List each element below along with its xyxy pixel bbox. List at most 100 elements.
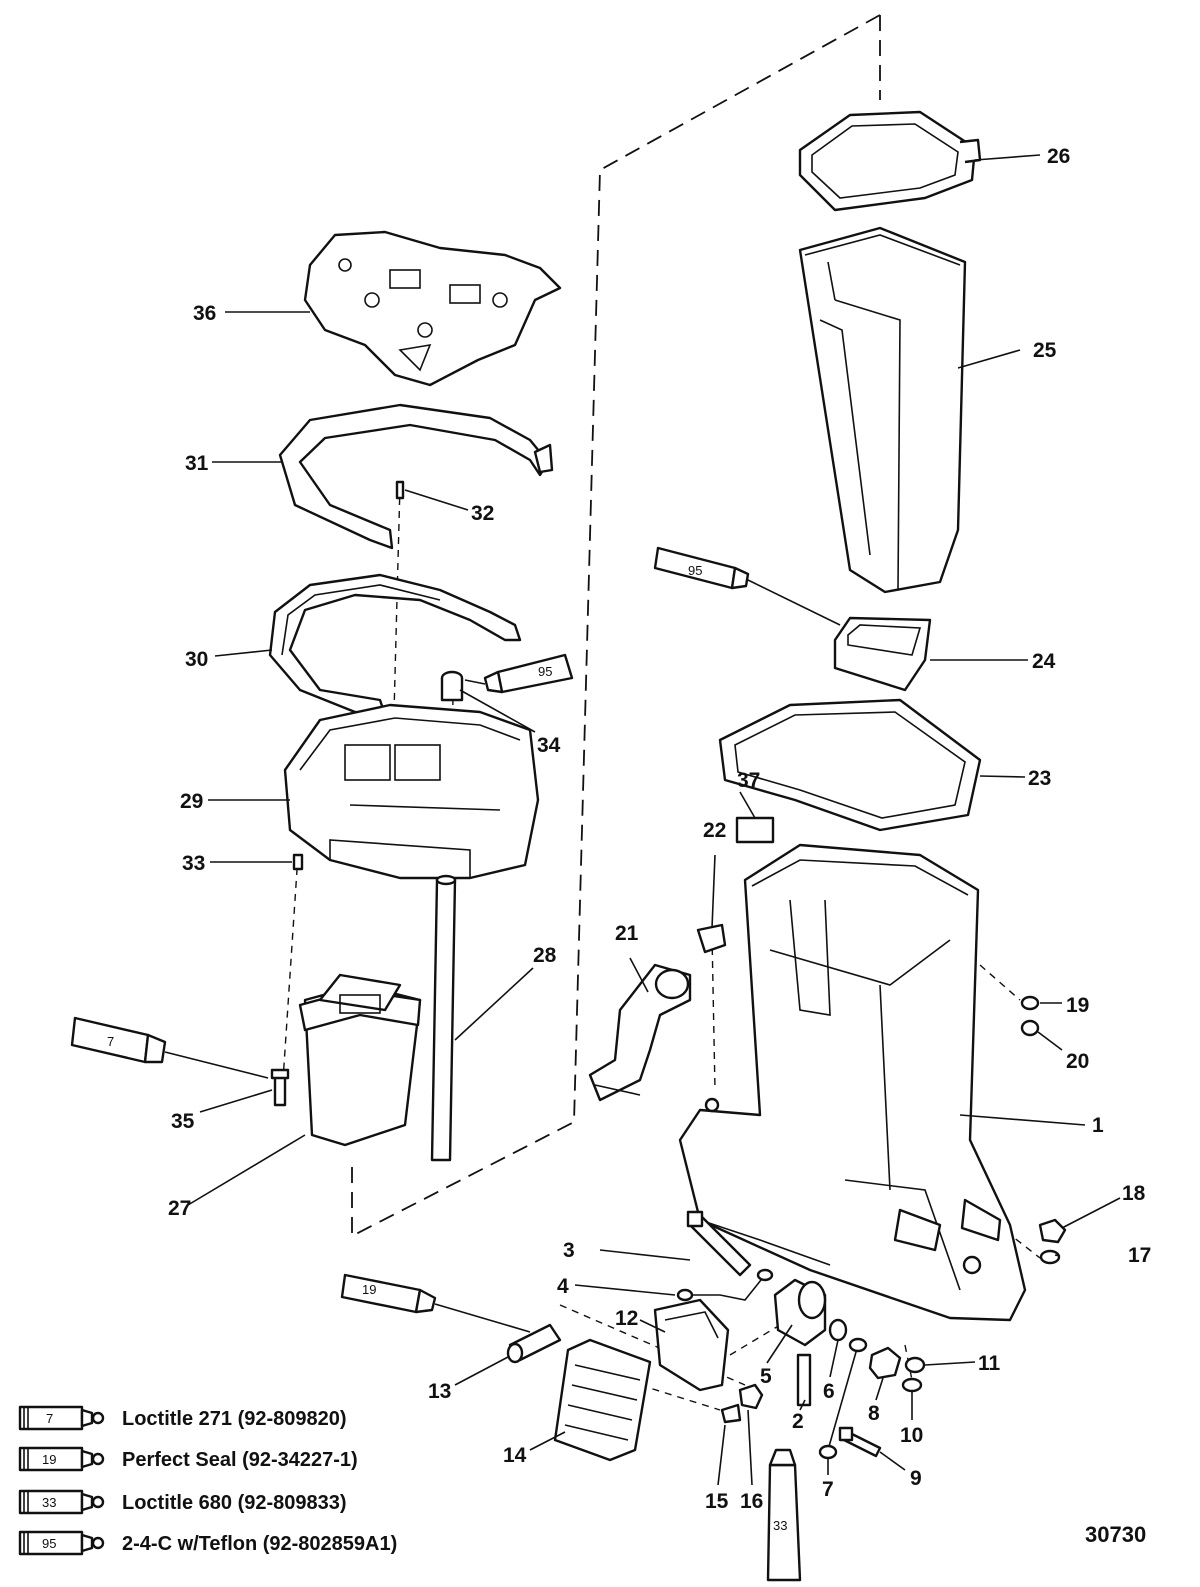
- sealant-tube-19: 19: [340, 1273, 531, 1333]
- part-19-washer: [1020, 995, 1040, 1011]
- part-28-tube: [430, 874, 457, 1162]
- callout-7: 7: [822, 1478, 834, 1501]
- legend-text-7: Loctitle 271 (92-809820): [122, 1408, 347, 1430]
- callout-leaders: [187, 154, 1121, 1486]
- callout-17: 17: [1128, 1244, 1151, 1267]
- legend-code-95: 95: [42, 1536, 56, 1551]
- legend-row-33: 33 Loctitle 680 (92-809833): [18, 1489, 347, 1515]
- sealant-tube-33: 33: [766, 1448, 802, 1582]
- callout-1: 1: [1092, 1114, 1104, 1137]
- part-24-seal: [833, 616, 932, 692]
- callout-6: 6: [823, 1380, 835, 1403]
- callout-25: 25: [1033, 339, 1057, 362]
- legend-row-19: 19 Perfect Seal (92-34227-1): [18, 1446, 358, 1472]
- part-11-nut: [904, 1356, 926, 1374]
- part-2-stud: [796, 1353, 812, 1407]
- sealant-tube-7: 7: [70, 1016, 269, 1079]
- callout-20: 20: [1066, 1050, 1089, 1073]
- callout-16: 16: [740, 1490, 763, 1513]
- part-10-washer: [901, 1377, 923, 1393]
- part-34-bushing: [440, 670, 464, 702]
- callout-3: 3: [563, 1239, 575, 1262]
- callout-29: 29: [180, 790, 203, 813]
- callout-18: 18: [1122, 1182, 1146, 1205]
- part-3-bolt: [686, 1210, 752, 1277]
- tube-95-middle-label: 95: [538, 664, 552, 679]
- callout-12: 12: [615, 1307, 638, 1330]
- tube-7-label: 7: [107, 1034, 114, 1049]
- callout-14: 14: [503, 1444, 527, 1467]
- callout-19: 19: [1066, 994, 1089, 1017]
- callout-11: 11: [978, 1352, 1001, 1375]
- tube-19-label: 19: [362, 1282, 376, 1297]
- callout-30: 30: [185, 648, 208, 671]
- callout-31: 31: [185, 452, 209, 475]
- callout-24: 24: [1032, 650, 1056, 673]
- callout-8: 8: [868, 1402, 880, 1425]
- part-17-washer: [1039, 1249, 1061, 1265]
- part-31-seal: [278, 403, 554, 550]
- part-7-ground-strap: [818, 1337, 868, 1460]
- part-35-screw: [270, 1068, 290, 1107]
- part-26-gasket: [798, 110, 982, 212]
- part-8-nut: [868, 1346, 902, 1380]
- figure-number: 30730: [1085, 1522, 1146, 1547]
- part-18-nut: [1038, 1218, 1067, 1244]
- callout-15: 15: [705, 1490, 729, 1513]
- sealant-tube-95-right: 95: [653, 546, 841, 626]
- part-5-anode: [773, 1278, 827, 1347]
- legend-code-33: 33: [42, 1495, 56, 1510]
- callout-2: 2: [792, 1410, 804, 1433]
- callout-22: 22: [703, 819, 726, 842]
- part-25-exhaust-housing: [798, 226, 967, 594]
- callout-27: 27: [168, 1197, 191, 1220]
- part-12-bracket: [653, 1298, 730, 1392]
- part-1-driveshaft-housing: [678, 843, 1027, 1322]
- callout-21: 21: [615, 922, 639, 945]
- part-32-pin: [395, 480, 405, 500]
- legend-row-95: 95 2-4-C w/Teflon (92-802859A1): [18, 1530, 397, 1556]
- callout-4: 4: [557, 1275, 569, 1298]
- callout-numbers: 1 2 3 4 5 6 7 8 9 10 11 12 13 14 15 16 1…: [168, 145, 1151, 1513]
- part-4-ground-wire: [676, 1268, 774, 1302]
- callout-26: 26: [1047, 145, 1070, 168]
- part-37-decal: [735, 816, 775, 844]
- legend-text-33: Loctitle 680 (92-809833): [122, 1492, 347, 1514]
- part-22-grommet: [696, 923, 727, 954]
- legend-code-7: 7: [46, 1411, 53, 1426]
- legend-code-19: 19: [42, 1452, 56, 1467]
- part-16-nut: [738, 1383, 764, 1410]
- part-13-plug: [506, 1323, 562, 1364]
- sealant-tube-95-middle: 95: [464, 653, 574, 694]
- part-21-water-tube: [588, 963, 692, 1102]
- part-33-dowel: [292, 853, 304, 871]
- part-6-washer: [828, 1318, 848, 1342]
- part-27-exhaust-adapter: [298, 973, 422, 1147]
- part-15-screw: [720, 1403, 742, 1424]
- callout-33: 33: [182, 852, 205, 875]
- callout-32: 32: [471, 502, 494, 525]
- tube-33-label: 33: [773, 1518, 787, 1533]
- part-9-screw: [838, 1426, 882, 1458]
- part-29-adapter-plate: [283, 703, 540, 880]
- legend-text-95: 2-4-C w/Teflon (92-802859A1): [122, 1533, 397, 1555]
- part-23-gasket: [718, 698, 982, 832]
- tube-95-label: 95: [688, 563, 702, 578]
- legend-row-7: 7 Loctitle 271 (92-809820): [18, 1405, 347, 1431]
- part-36-gasket: [303, 230, 562, 387]
- callout-9: 9: [910, 1467, 922, 1490]
- legend-text-19: Perfect Seal (92-34227-1): [122, 1449, 358, 1471]
- callout-10: 10: [900, 1424, 923, 1447]
- callout-28: 28: [533, 944, 557, 967]
- callout-23: 23: [1028, 767, 1051, 790]
- sealant-legend: 7 Loctitle 271 (92-809820) 19 Perfect Se…: [18, 1405, 397, 1556]
- callout-36: 36: [193, 302, 216, 325]
- callout-35: 35: [171, 1110, 195, 1133]
- callout-34: 34: [537, 734, 561, 757]
- callout-37: 37: [737, 769, 760, 792]
- part-14-cover: [553, 1338, 652, 1462]
- part-20-nut: [1020, 1019, 1040, 1037]
- callout-13: 13: [428, 1380, 451, 1403]
